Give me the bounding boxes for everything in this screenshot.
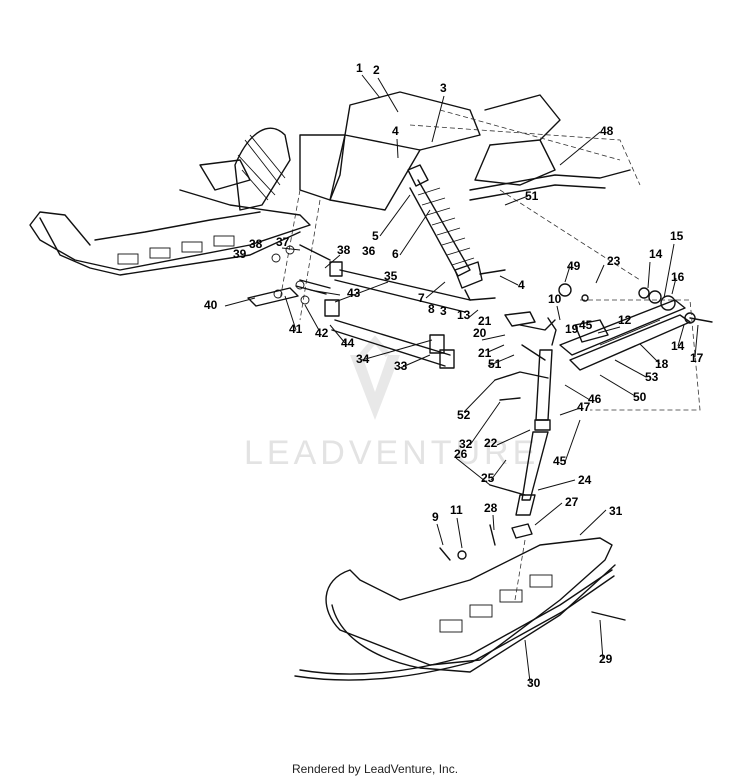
callout-labels: 1 2 3 4 5 6 7 8 3 4 9 10 11 12 13 14 15 … [204,61,704,690]
callout-36: 36 [362,244,376,258]
callout-14: 14 [649,247,663,261]
callout-52: 52 [457,408,471,422]
callout-17: 17 [690,351,704,365]
callout-32: 32 [459,437,473,451]
callout-21b: 21 [478,346,492,360]
callout-45: 45 [579,318,593,332]
callout-10: 10 [548,292,562,306]
callout-12: 12 [618,313,632,327]
callout-25: 25 [481,471,495,485]
callout-3: 3 [440,81,447,95]
callout-7: 7 [418,291,425,305]
callout-6: 6 [392,247,399,261]
callout-31: 31 [609,504,623,518]
callout-18: 18 [655,357,669,371]
frame-bracket-drawing [279,91,641,321]
callout-49: 49 [567,259,581,273]
callout-11: 11 [450,503,463,517]
callout-23: 23 [607,254,621,268]
footer-credit: Rendered by LeadVenture, Inc. [291,762,459,776]
watermark-text: LEADVENTURE [244,434,539,472]
callout-9: 9 [432,510,439,524]
callout-2: 2 [373,63,380,77]
front-ski-drawing [294,523,626,681]
callout-50: 50 [633,390,647,404]
callout-1: 1 [356,61,363,75]
callout-45b: 45 [553,454,567,468]
callout-33: 33 [394,359,408,373]
callout-53: 53 [645,370,659,384]
callout-4b: 4 [518,278,525,292]
callout-4: 4 [392,124,399,138]
mounting-bracket-drawing [247,244,331,307]
callout-30: 30 [527,676,541,690]
callout-29: 29 [599,652,613,666]
callout-16: 16 [671,270,685,284]
callout-27: 27 [565,495,579,509]
callout-14b: 14 [671,339,685,353]
rear-ski-assembly-drawing [29,127,311,276]
callout-13: 13 [457,308,471,322]
callout-47: 47 [577,400,591,414]
spindle-drawing [469,269,589,516]
callout-19: 19 [565,322,579,336]
callout-51b: 51 [488,357,502,371]
callout-20: 20 [473,326,487,340]
callout-38b: 38 [337,243,351,257]
callout-26: 26 [454,447,468,461]
callout-35: 35 [384,269,398,283]
callout-46: 46 [588,392,602,406]
shock-absorber-drawing [407,164,483,301]
callout-51: 51 [525,189,539,203]
callout-24: 24 [578,473,592,487]
callout-5: 5 [372,229,379,243]
callout-48: 48 [600,124,614,138]
callout-40: 40 [204,298,218,312]
callout-42: 42 [315,326,329,340]
callout-39: 39 [233,247,247,261]
leadventure-watermark: LEADVENTURE [244,335,539,472]
callout-15: 15 [670,229,684,243]
callout-38: 38 [249,237,263,251]
callout-22: 22 [484,436,498,450]
callout-44: 44 [341,336,355,350]
leader-lines [224,74,699,683]
radius-rods-drawing [324,261,471,369]
callout-34: 34 [356,352,370,366]
callout-8: 8 [428,302,435,316]
callout-3b: 3 [440,304,447,318]
spindle-cross-tube-drawing [559,287,713,411]
callout-28: 28 [484,501,498,515]
callout-21: 21 [478,314,492,328]
callout-37: 37 [276,235,290,249]
